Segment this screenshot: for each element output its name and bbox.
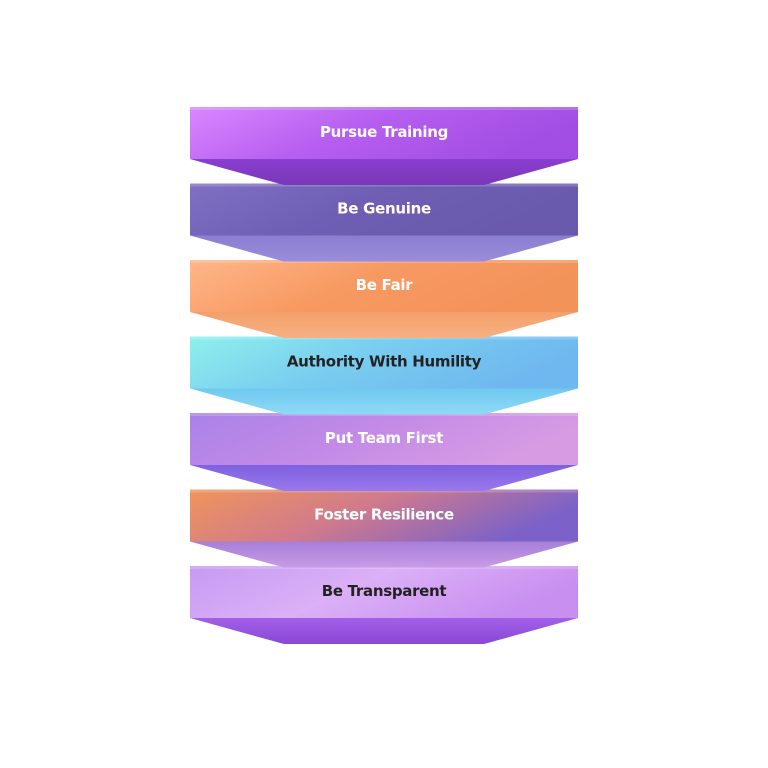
layer-front-face [190, 183, 578, 236]
layer-bottom-face [190, 312, 578, 338]
layer-label: Be Fair [356, 276, 414, 294]
layer-1: Pursue Training [190, 107, 578, 185]
layer-bottom-face [190, 159, 578, 185]
layer-7: Be Transparent [190, 566, 578, 644]
layer-label: Pursue Training [320, 123, 448, 141]
layer-4: Authority With Humility [190, 336, 578, 415]
layer-3: Be Fair [190, 260, 578, 338]
layer-2: Be Genuine [190, 183, 578, 262]
layer-bottom-face [190, 235, 578, 262]
layer-front-face [190, 336, 578, 389]
layer-5: Put Team First [190, 413, 578, 491]
layer-front-face [190, 566, 578, 618]
layer-front-face [190, 107, 578, 159]
layer-bottom-face [190, 388, 578, 415]
layer-label: Put Team First [325, 429, 443, 447]
layer-6: Foster Resilience [190, 489, 578, 568]
layers-group: Be Transparent Foster Resilience Put Team … [190, 107, 578, 644]
layer-front-face [190, 413, 578, 465]
layer-front-face [190, 489, 578, 542]
layer-front-face [190, 260, 578, 312]
layer-label: Foster Resilience [314, 506, 454, 524]
layer-highlight [190, 107, 578, 110]
layer-bottom-face [190, 618, 578, 644]
layer-bottom-face [190, 541, 578, 568]
layer-label: Be Transparent [322, 582, 447, 600]
layer-label: Be Genuine [337, 200, 431, 218]
layer-label: Authority With Humility [287, 353, 482, 371]
layer-bottom-face [190, 465, 578, 491]
